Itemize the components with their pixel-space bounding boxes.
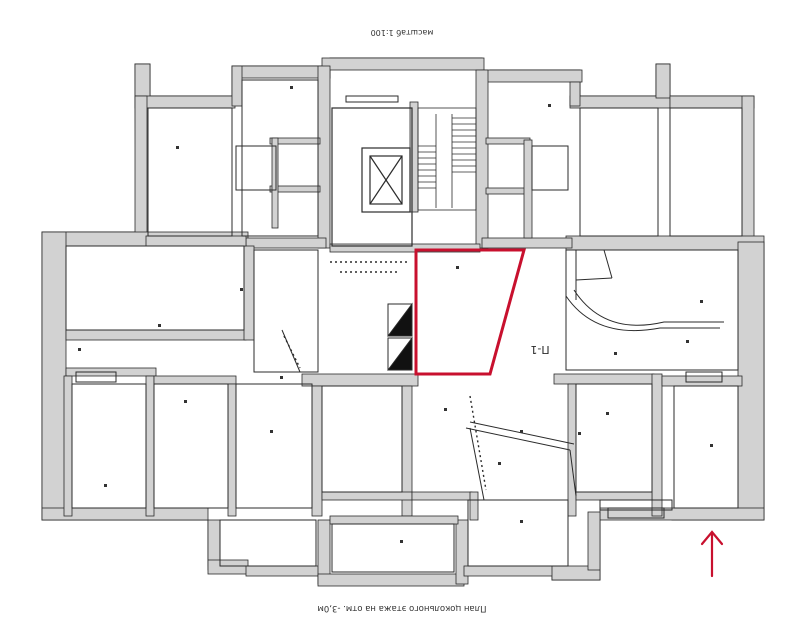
elevator-shaft-icon [331,107,413,247]
up-arrow-icon [700,530,724,578]
walls [41,57,765,587]
scale-text: масштаб 1:100 [371,28,434,37]
stairwell-icon [417,107,477,211]
vent-shafts [387,302,413,371]
highlighted-premises[interactable] [414,248,526,376]
plan-caption: План цокольного этажа на отм. -3,0м [317,603,486,613]
door-marks [283,261,487,491]
annotation-ticks [78,86,713,543]
room-label: П-1 [530,343,549,356]
